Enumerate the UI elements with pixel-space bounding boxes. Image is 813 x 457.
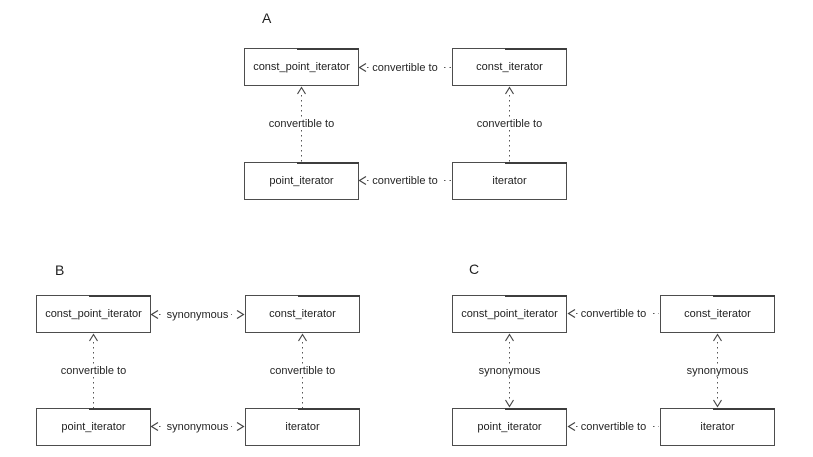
arrowhead-up-icon [298,333,307,342]
relation-label: convertible to [265,118,338,130]
diagram-a-label: A [262,10,272,26]
node-label: point_iterator [269,175,334,187]
relation-label: convertible to [577,307,650,320]
node-label: const_point_iterator [253,61,350,73]
node-const-iterator: const_iterator [245,295,360,333]
node-const-point-iterator: const_point_iterator [36,295,151,333]
node-const-iterator: const_iterator [452,48,567,86]
arrowhead-down-icon [505,399,514,408]
relation-label: convertible to [369,61,441,74]
relation-label: convertible to [369,174,441,187]
node-label: const_point_iterator [461,308,558,320]
relation-label: convertible to [266,364,339,377]
relation-label: synonymous [163,420,232,433]
relation-label: synonymous [163,308,232,321]
node-label: const_iterator [476,61,543,73]
node-label: const_iterator [684,308,751,320]
node-label: const_iterator [269,308,336,320]
relation-label: convertible to [57,364,130,377]
arrowhead-up-icon [89,333,98,342]
node-point-iterator: point_iterator [244,162,359,200]
node-label: point_iterator [477,421,542,433]
arrowhead-up-icon [713,333,722,342]
arrowhead-up-icon [505,333,514,342]
relation-synonymous-top: synonymous [150,307,245,322]
relation-label: synonymous [475,364,544,377]
node-const-point-iterator: const_point_iterator [244,48,359,86]
arrowhead-right-icon [236,310,245,319]
node-label: point_iterator [61,421,126,433]
relation-convertible-right: convertible to [266,333,339,408]
arrowhead-left-icon [567,309,576,318]
relation-convertible-top: convertible to [358,60,452,75]
relation-synonymous-right: synonymous [683,333,752,408]
arrowhead-left-icon [567,422,576,431]
node-label: const_point_iterator [45,308,142,320]
relation-synonymous-bottom: synonymous [150,419,245,434]
node-iterator: iterator [245,408,360,446]
diagram-c-label: C [469,261,480,277]
diagram-b-label: B [55,262,65,278]
arrowhead-right-icon [236,422,245,431]
node-const-point-iterator: const_point_iterator [452,295,567,333]
node-point-iterator: point_iterator [36,408,151,446]
node-label: iterator [700,421,735,433]
arrowhead-down-icon [713,399,722,408]
node-iterator: iterator [660,408,775,446]
arrowhead-left-icon [150,422,159,431]
relation-label: synonymous [683,364,752,377]
node-const-iterator: const_iterator [660,295,775,333]
relation-label: convertible to [473,118,546,130]
node-label: iterator [492,175,527,187]
arrowhead-left-icon [358,63,367,72]
arrowhead-left-icon [358,176,367,185]
arrowhead-up-icon [505,86,514,95]
relation-synonymous-left: synonymous [475,333,544,408]
relation-convertible-left: convertible to [57,333,130,408]
node-iterator: iterator [452,162,567,200]
arrowhead-up-icon [297,86,306,95]
relation-convertible-bottom: convertible to [358,173,452,188]
relation-label: convertible to [577,420,650,433]
arrowhead-left-icon [150,310,159,319]
relation-convertible-right: convertible to [473,86,546,162]
relation-convertible-left: convertible to [265,86,338,162]
node-point-iterator: point_iterator [452,408,567,446]
relation-convertible-bottom: convertible to [567,419,660,434]
node-label: iterator [285,421,320,433]
relation-convertible-top: convertible to [567,306,660,321]
